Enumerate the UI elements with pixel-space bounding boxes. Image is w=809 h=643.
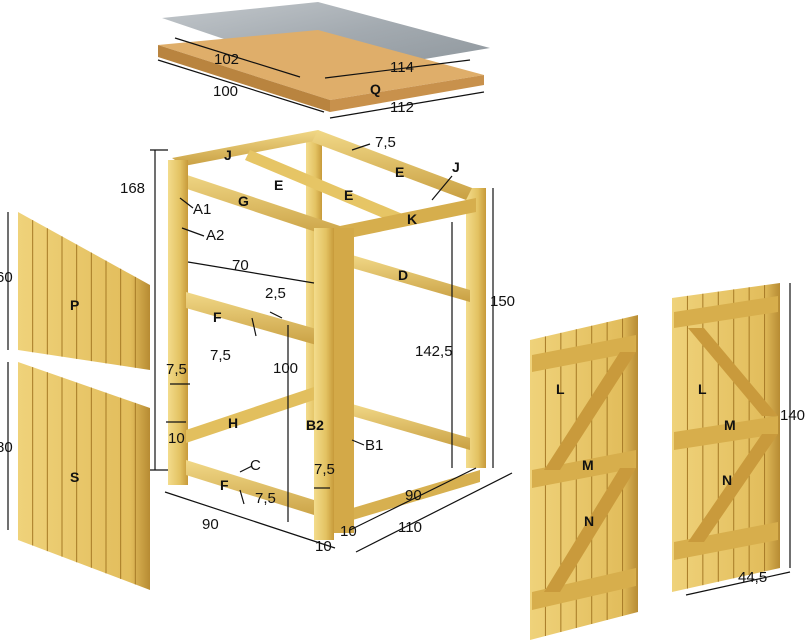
dim-bottom-rail: 7,5 (314, 461, 335, 478)
label-front-low-rail: H (228, 415, 238, 431)
label-top-beam-left: G (238, 193, 249, 209)
dim-back-post: 10 (340, 523, 357, 540)
top-beam-front (172, 170, 340, 240)
dim-brace-thickness: 7,5 (210, 347, 231, 364)
side-rail-low (352, 404, 470, 450)
dim-front-inner-width: 70 (232, 257, 249, 274)
label-top-rail-left: J (224, 147, 232, 163)
frame-annotations: 168 J 7,5 J E E E G K A1 A2 70 D 2,5 F 7… (120, 134, 515, 555)
panel-lower (18, 362, 150, 590)
top-rail-back (172, 130, 330, 166)
dim-door-height: 140 (780, 407, 805, 424)
dim-inner-height: 142,5 (415, 343, 453, 360)
dim-post-depth: 10 (315, 538, 332, 555)
side-rail-d (352, 255, 470, 302)
door-right-brace-upper (688, 328, 778, 416)
dim-door-width: 44,5 (738, 569, 767, 586)
dim-post-width: 10 (168, 430, 185, 447)
panel-upper (18, 212, 150, 370)
label-door-right-l: L (698, 381, 707, 397)
top-rail-right-side (312, 130, 472, 200)
panel-lower-boards (32, 367, 136, 585)
door-right-rail-bottom (674, 522, 778, 560)
label-side-rail-d: D (398, 267, 408, 283)
base-rail-front (186, 460, 330, 520)
dim-side-depth: 90 (405, 487, 422, 504)
post-back-right (466, 188, 486, 468)
front-mid-rail (186, 292, 320, 346)
door-right-brace-lower (688, 434, 778, 542)
door-left: L M N (530, 315, 638, 640)
dim-front-height: 100 (273, 360, 298, 377)
label-door-left-m: M (582, 457, 594, 473)
dim-rail-thickness: 7,5 (375, 134, 396, 151)
door-right-rail-top (674, 296, 778, 328)
door-right-rail-mid (674, 416, 778, 450)
label-door-left-l: L (556, 381, 565, 397)
dim-front-width: 90 (202, 516, 219, 533)
door-left-brace-upper (544, 352, 636, 470)
roof-plywood-top (158, 30, 484, 100)
roof-plywood-edge-right (330, 75, 484, 112)
label-door-left-n: N (584, 513, 594, 529)
roof-assembly: 102 114 100 Q 112 (157, 2, 490, 119)
dim-outer-height: 150 (490, 293, 515, 310)
post-front-right-b1 (334, 228, 354, 533)
door-left-brace-lower (544, 468, 636, 592)
label-base-front-rail: F (220, 477, 229, 493)
dim-frame-height: 168 (120, 180, 145, 197)
front-low-rail (186, 385, 320, 443)
label-door-right-m: M (724, 417, 736, 433)
dim-roof-ply-width: 100 (213, 83, 238, 100)
dim-panel-top-height: 60 (0, 269, 13, 286)
label-roof-plate: Q (370, 81, 381, 97)
door-left-rail-mid (532, 450, 636, 488)
post-front-right (314, 228, 334, 540)
label-top-rail-right: J (452, 159, 460, 175)
dim-roof-metal-width: 102 (214, 51, 239, 68)
top-beam-right (340, 198, 476, 240)
frame-assembly (168, 130, 486, 540)
label-front-mid-rail: F (213, 309, 222, 325)
dim-gap: 2,5 (265, 285, 286, 302)
side-panels: 60 80 P S (0, 212, 150, 590)
dim-roof-ply-depth: 112 (390, 99, 414, 116)
label-front-top-rail: E (274, 177, 283, 193)
post-front-left (168, 160, 188, 485)
label-post-b1: B1 (365, 437, 383, 454)
label-door-right-n: N (722, 472, 732, 488)
dim-roof-metal-depth: 114 (390, 59, 414, 76)
label-back-top-rail: E (344, 187, 353, 203)
label-top-beam-right: K (407, 211, 417, 227)
label-side-top-rail: E (395, 164, 404, 180)
label-post-b2: B2 (306, 417, 324, 433)
roof-plywood-edge (158, 45, 330, 112)
dim-panel-bottom-height: 80 (0, 439, 13, 456)
label-post-a1: A1 (193, 201, 211, 218)
door-left-rail-bottom (532, 568, 636, 610)
door-left-rail-top (532, 335, 636, 372)
dim-left-side-offset: 7,5 (166, 361, 187, 378)
dim-base-rail: 7,5 (255, 490, 276, 507)
label-panel-lower: S (70, 469, 79, 485)
panel-upper-boards (32, 220, 136, 368)
door-right: L M N 140 44,5 (672, 283, 805, 596)
label-post-a2: A2 (206, 227, 224, 244)
top-rail-mid (245, 150, 405, 225)
label-panel-upper: P (70, 297, 79, 313)
dim-outer-depth: 110 (398, 519, 422, 536)
label-base-cross: C (250, 457, 261, 474)
